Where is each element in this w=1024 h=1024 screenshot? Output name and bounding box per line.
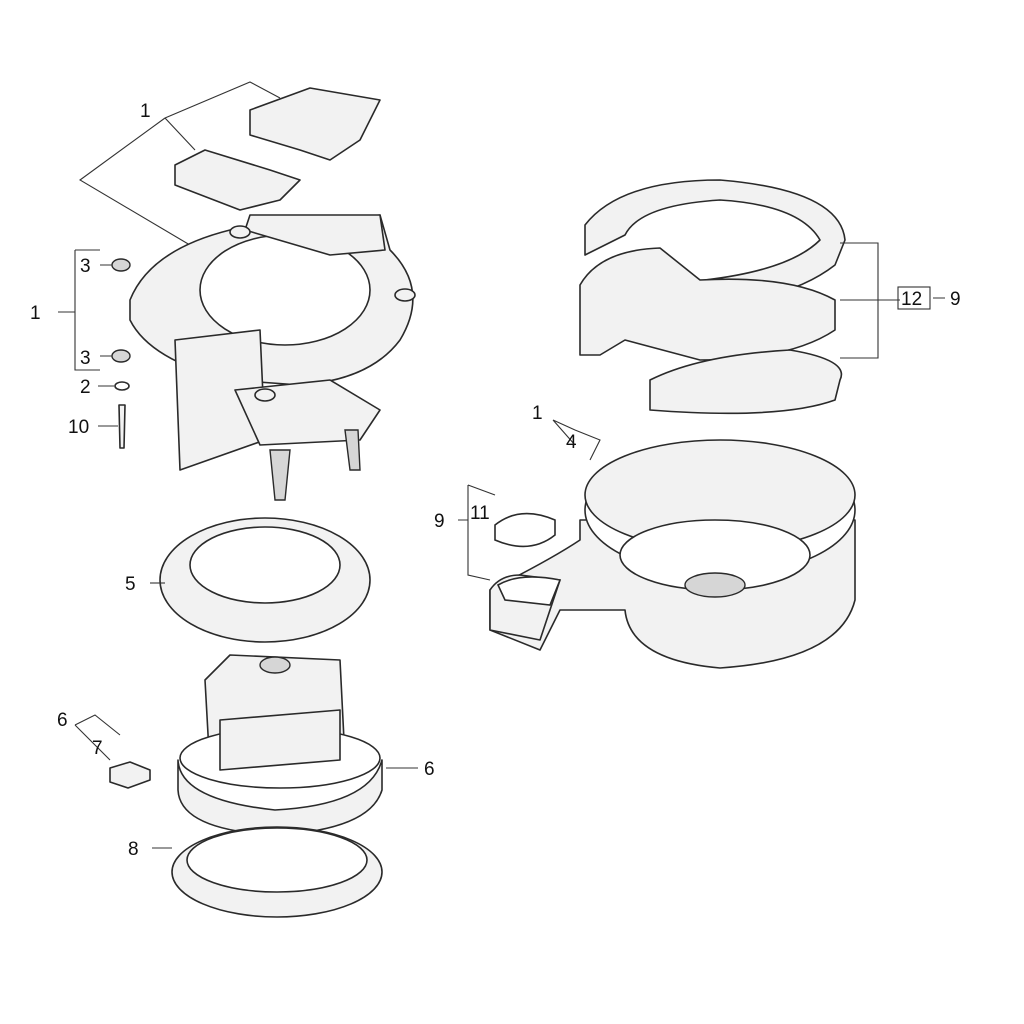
label-bowl-group: 1 <box>532 403 543 424</box>
bowl-housing <box>489 439 856 669</box>
label-filter-rings: 12 <box>901 289 922 310</box>
label-washer: 2 <box>80 377 91 398</box>
leader-top-cover <box>79 81 281 249</box>
top-cover-parts <box>174 87 381 211</box>
nut-upper <box>111 258 131 272</box>
label-brush-group: 6 <box>57 710 68 731</box>
upper-housing <box>129 214 416 501</box>
motor <box>177 654 383 836</box>
carbon-brush <box>109 761 151 789</box>
leader-brush <box>74 714 418 769</box>
label-gasket: 4 <box>566 432 577 453</box>
label-screw: 10 <box>68 417 89 438</box>
label-top-cover: 1 <box>140 101 151 122</box>
label-filter-rings-ref: 9 <box>950 289 961 310</box>
leader-filter-rings <box>840 242 945 359</box>
label-box <box>897 286 931 310</box>
label-motor-seal: 8 <box>128 839 139 860</box>
label-motor: 6 <box>424 759 435 780</box>
leader-housing-group <box>58 249 118 427</box>
inlet-seal <box>494 512 556 548</box>
label-housing-group: 1 <box>30 303 41 324</box>
filter-rings <box>579 179 846 415</box>
motor-base-seal <box>171 826 383 918</box>
leader-bowl-group <box>552 419 601 461</box>
label-inlet-group: 9 <box>434 511 445 532</box>
label-nut-upper: 3 <box>80 256 91 277</box>
leader-inlet-group <box>458 484 496 581</box>
label-nut-lower: 3 <box>80 348 91 369</box>
label-inlet-seal: 11 <box>470 503 490 524</box>
label-brush: 7 <box>92 738 103 759</box>
washer <box>114 381 130 391</box>
label-seal-ring: 5 <box>125 574 136 595</box>
seal-ring <box>159 517 371 643</box>
screw <box>118 404 126 449</box>
nut-lower <box>111 349 131 363</box>
